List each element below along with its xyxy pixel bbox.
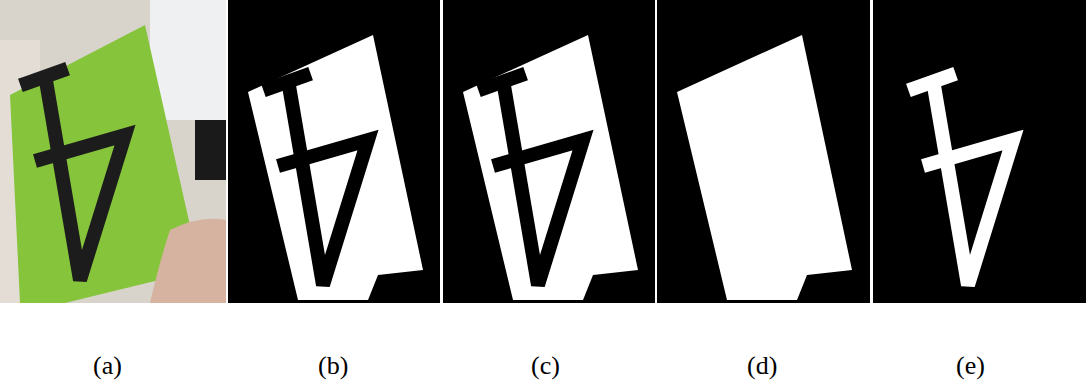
panel-caption: (d) bbox=[747, 351, 777, 381]
panel-caption: (c) bbox=[531, 351, 560, 381]
panel-caption: (a) bbox=[93, 351, 122, 381]
mask-panel bbox=[657, 0, 870, 303]
symbol-panel bbox=[873, 0, 1086, 303]
photo-panel bbox=[0, 0, 226, 303]
panel-caption: (b) bbox=[318, 351, 348, 381]
binary-panel bbox=[228, 0, 440, 303]
binary-panel bbox=[443, 0, 655, 303]
panel-caption: (e) bbox=[956, 351, 985, 381]
